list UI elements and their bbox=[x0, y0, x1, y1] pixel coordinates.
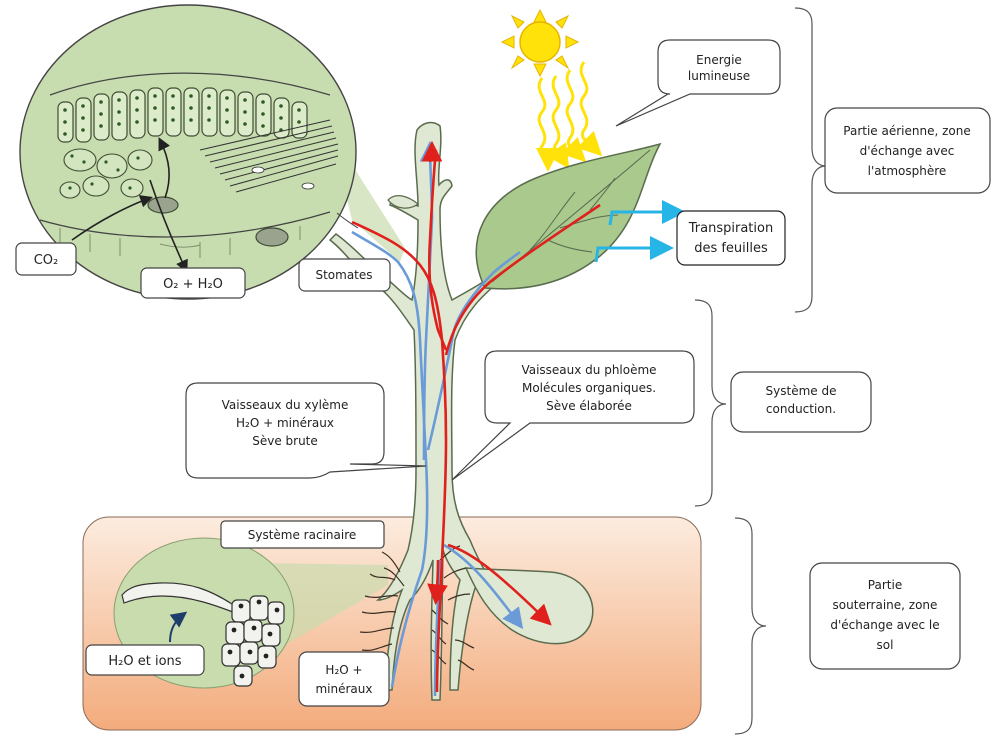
light-rays-icon bbox=[535, 61, 603, 172]
underground-bracket bbox=[734, 517, 767, 735]
energy-line-2: lumineuse bbox=[688, 69, 750, 83]
underground-box bbox=[809, 562, 961, 670]
xylem-vessels bbox=[351, 140, 524, 697]
phloem-line-2: Molécules organiques. bbox=[522, 381, 656, 395]
phloem-line-3: Sève élaborée bbox=[546, 399, 632, 413]
leaf-section-zoom bbox=[19, 4, 359, 300]
transpiration-line-2: des feuilles bbox=[694, 241, 768, 256]
co2-box bbox=[15, 242, 77, 276]
energy-line-1: Energie bbox=[696, 53, 742, 67]
transpiration-line-1: Transpiration bbox=[688, 221, 773, 236]
small-leaf-left bbox=[387, 195, 419, 209]
conduction-bracket bbox=[694, 299, 727, 507]
root-system-box bbox=[220, 520, 385, 549]
phloem-vessels bbox=[351, 140, 601, 693]
root-system-label: Système racinaire bbox=[248, 528, 357, 542]
underground-line-4: sol bbox=[877, 638, 894, 652]
energy-callout bbox=[615, 39, 781, 127]
stomates-label: Stomates bbox=[315, 268, 372, 282]
sun-icon bbox=[500, 8, 580, 78]
xylem-line-2: H₂O + minéraux bbox=[236, 416, 334, 430]
h2o-ions-label: H₂O et ions bbox=[108, 654, 181, 669]
h2o-ions-box bbox=[85, 644, 205, 676]
transpiration-box bbox=[676, 210, 786, 266]
xylem-line-3: Sève brute bbox=[252, 434, 318, 448]
underground-line-3: d'échange avec le bbox=[830, 618, 939, 632]
xylem-line-1: Vaisseaux du xylème bbox=[222, 398, 349, 412]
aerial-box bbox=[824, 107, 991, 194]
h2o-minerals-line-2: minéraux bbox=[315, 682, 372, 696]
phloem-line-1: Vaisseaux du phloème bbox=[521, 363, 656, 377]
conduction-line-2: conduction. bbox=[766, 402, 836, 416]
big-leaf bbox=[475, 142, 662, 290]
h2o-minerals-box bbox=[298, 651, 390, 707]
aerial-bracket bbox=[794, 7, 827, 313]
root-hairs bbox=[359, 545, 475, 671]
o2-h2o-box bbox=[140, 267, 246, 299]
underground-line-1: Partie bbox=[868, 578, 902, 592]
o2-h2o-label: O₂ + H₂O bbox=[163, 277, 223, 292]
aerial-line-3: l'atmosphère bbox=[868, 164, 947, 178]
brackets bbox=[694, 7, 827, 735]
aerial-line-2: d'échange avec bbox=[860, 144, 955, 158]
conduction-line-1: Système de bbox=[766, 384, 837, 398]
aerial-line-1: Partie aérienne, zone bbox=[843, 124, 970, 138]
co2-label: CO₂ bbox=[34, 253, 59, 268]
phloem-callout bbox=[451, 350, 695, 481]
conduction-box bbox=[730, 371, 872, 433]
xylem-callout bbox=[185, 382, 427, 479]
h2o-minerals-line-1: H₂O + bbox=[325, 663, 362, 677]
underground-line-2: souterraine, zone bbox=[833, 598, 938, 612]
stomates-box bbox=[298, 258, 391, 292]
transpiration-arrows bbox=[594, 200, 686, 263]
